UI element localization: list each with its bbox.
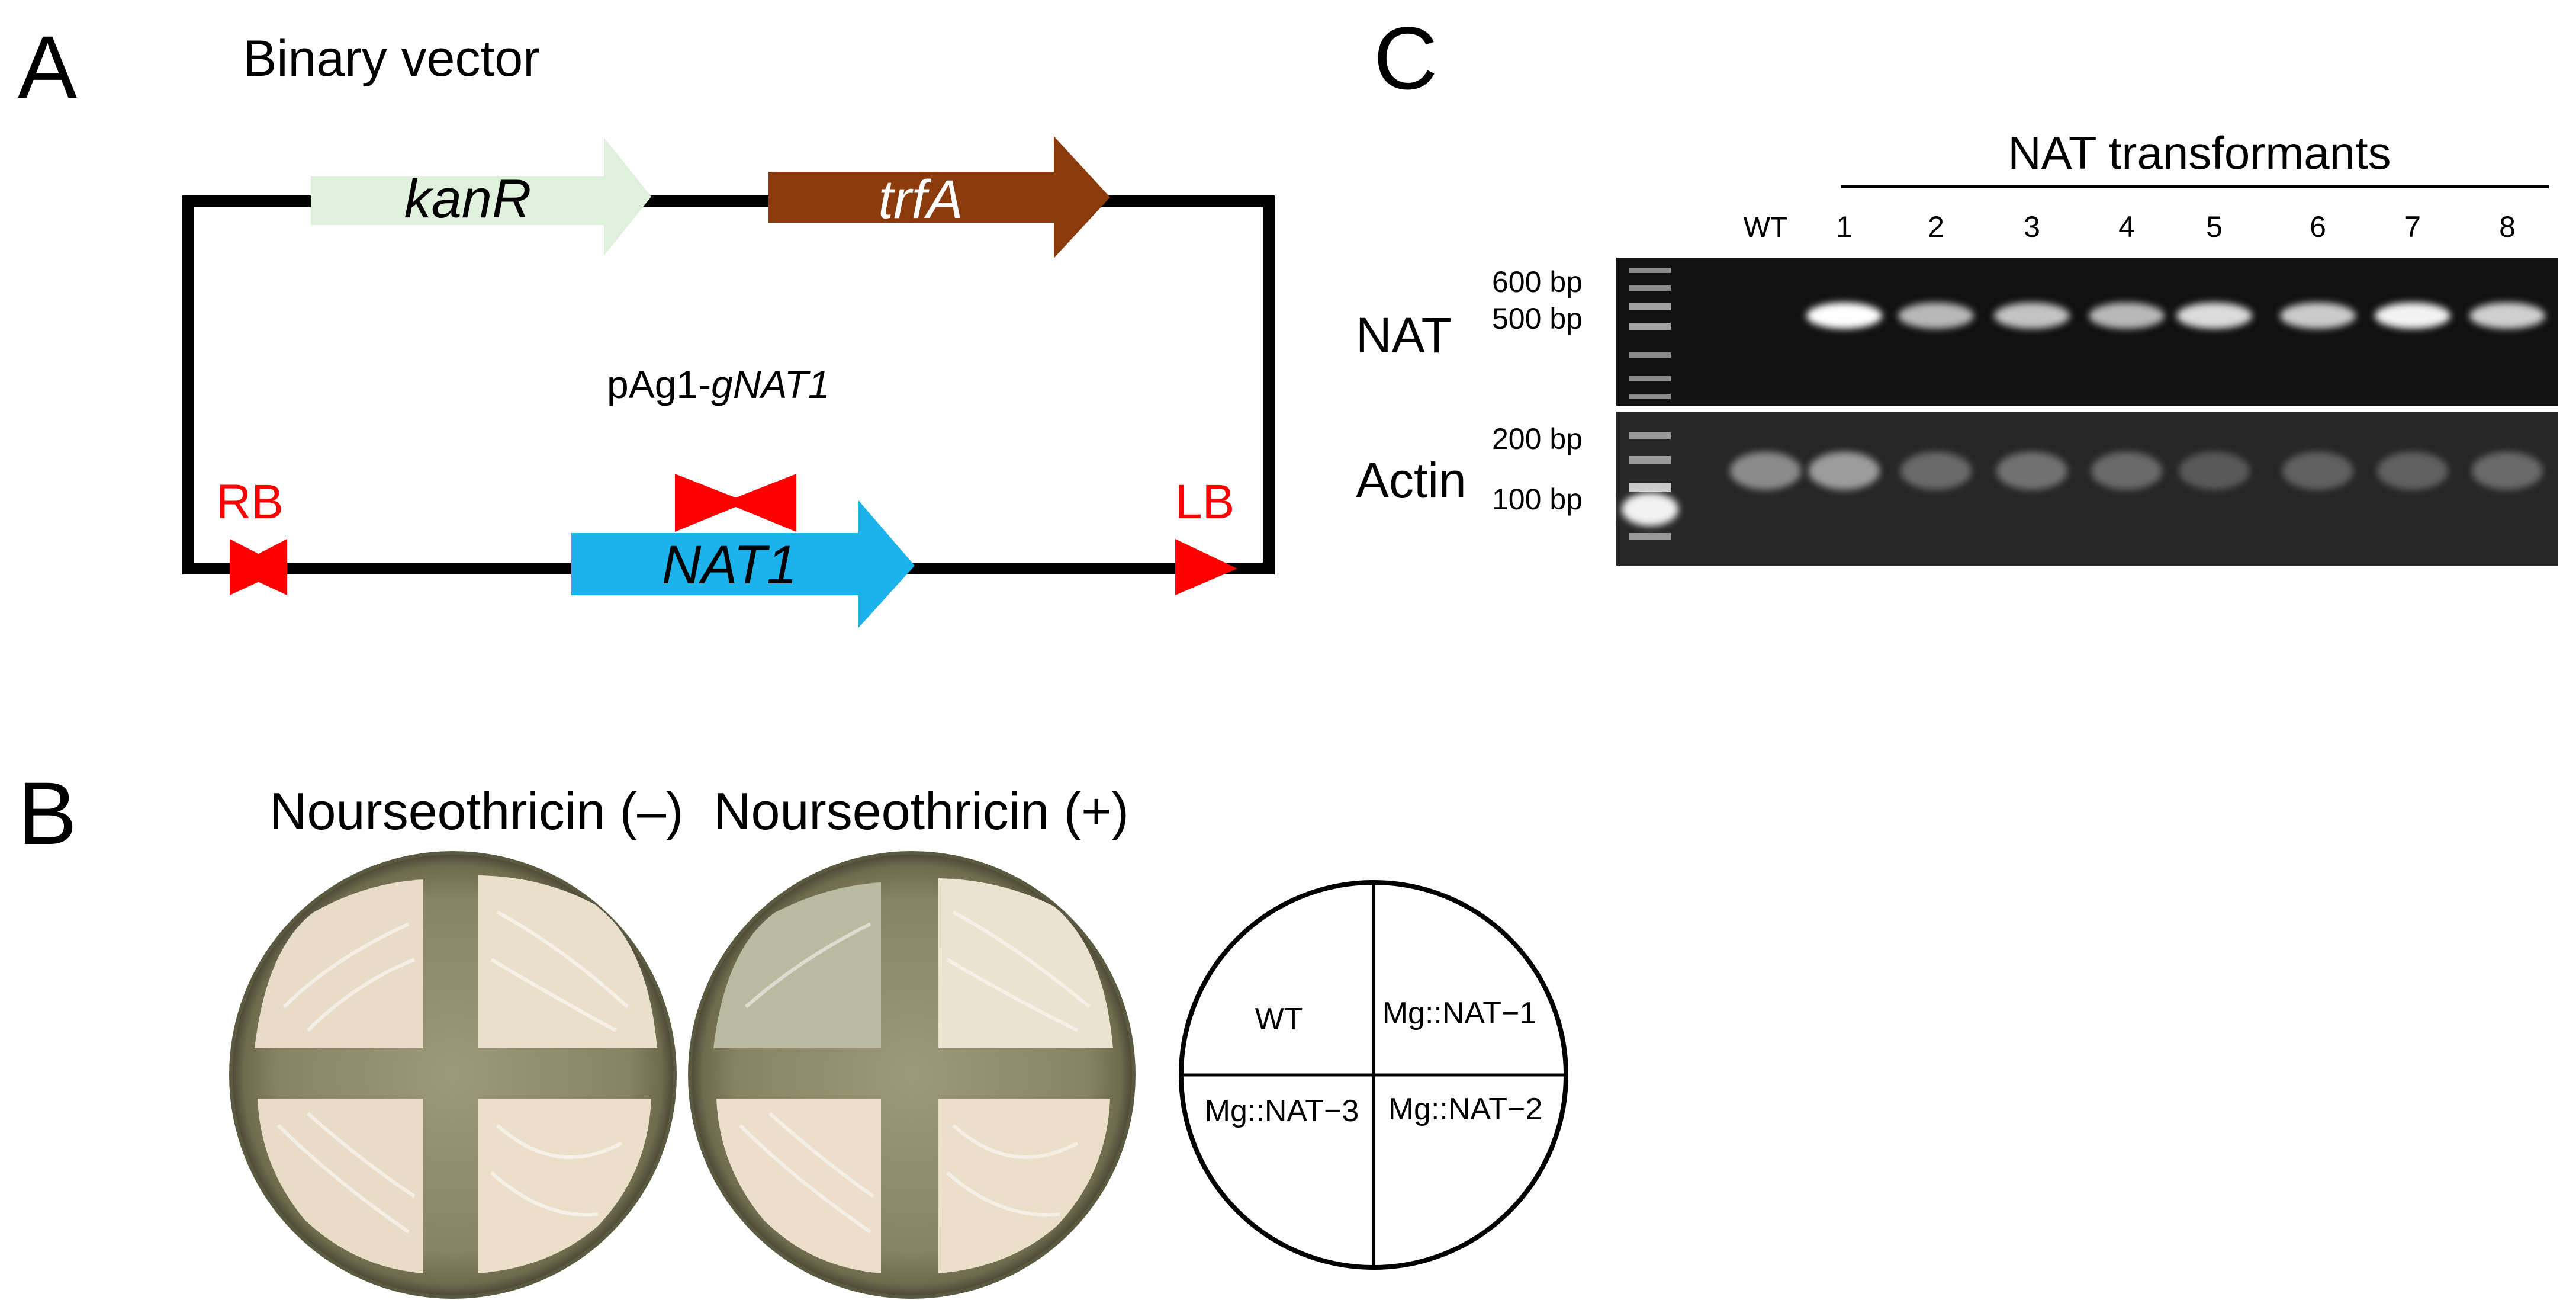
actin-band-lane-5 (2179, 452, 2250, 490)
plasmid-name: pAg1-gNAT1 (607, 362, 830, 406)
actin-row-label: Actin (1356, 452, 1467, 508)
actin-bands (1730, 452, 2543, 490)
ladder-actin (1622, 432, 1678, 540)
lb-label: LB (1175, 475, 1234, 529)
nat-band-lane-2 (1898, 303, 1974, 329)
nat1-label: NAT1 (662, 535, 797, 595)
actin-band-lane-2 (1900, 452, 1972, 490)
nat-band-lane-8 (2469, 303, 2545, 329)
transformants-label: NAT transformants (2008, 127, 2391, 179)
trfa-label: trfA (878, 169, 963, 230)
nat-band-lane-1 (1806, 303, 1882, 329)
marker-600: 600 bp (1492, 265, 1583, 298)
panel-a: A Binary vector kanR trfA pAg1-gNAT1 NAT… (18, 17, 1275, 628)
lane-label-3: 3 (2024, 210, 2040, 243)
plate-layout-key: WT Mg::NAT−1 Mg::NAT−3 Mg::NAT−2 (1179, 880, 1568, 1270)
panel-b: B Nourseothricin (–) Nourseothricin (+) (18, 763, 1568, 1299)
actin-band-lane-WT (1730, 452, 1801, 490)
nat-band-lane-6 (2280, 303, 2356, 329)
lane-label-WT: WT (1744, 212, 1788, 243)
ladder-nat (1629, 268, 1671, 399)
key-bottom-right: Mg::NAT−2 (1388, 1092, 1543, 1126)
lane-label-4: 4 (2118, 210, 2135, 243)
lane-label-5: 5 (2206, 210, 2223, 243)
nat-band-lane-5 (2176, 303, 2252, 329)
nat-bands (1806, 303, 2545, 329)
colony-bottom-right-plus (938, 1099, 1110, 1273)
panel-a-letter: A (18, 17, 77, 117)
lane-label-7: 7 (2404, 210, 2421, 243)
panel-b-letter: B (18, 763, 77, 863)
colony-bottom-left (258, 1099, 423, 1273)
nat-band-lane-7 (2375, 303, 2450, 329)
lane-label-8: 8 (2499, 210, 2516, 243)
plate-plus-label: Nourseothricin (+) (713, 782, 1129, 840)
nat-row-label: NAT (1356, 307, 1452, 363)
colony-top-right-plus (938, 878, 1113, 1048)
actin-band-lane-8 (2472, 452, 2543, 490)
plate-minus-label: Nourseothricin (–) (269, 782, 683, 840)
key-bottom-left: Mg::NAT−3 (1205, 1094, 1359, 1128)
lane-label-1: 1 (1836, 210, 1853, 243)
reverse-primer-icon (724, 474, 796, 532)
marker-100: 100 bp (1492, 483, 1583, 516)
colony-top-right (478, 875, 657, 1048)
gel-nat (1616, 258, 2558, 406)
nat1-arrow (571, 500, 915, 628)
trfa-arrow (768, 136, 1110, 258)
kanr-arrow (311, 137, 651, 256)
nat-band-lane-4 (2089, 303, 2165, 329)
rb-triangle-icon-fill (230, 539, 287, 595)
panel-c-letter: C (1374, 8, 1437, 108)
rb-label: RB (216, 475, 284, 529)
lane-labels: WT 1 2 3 4 5 6 7 8 (1744, 210, 2516, 243)
lane-label-6: 6 (2310, 210, 2326, 243)
panel-a-title: Binary vector (243, 30, 540, 87)
actin-band-lane-3 (1996, 452, 2067, 490)
actin-band-lane-6 (2282, 452, 2353, 490)
key-top-left: WT (1255, 1002, 1303, 1036)
marker-200: 200 bp (1492, 422, 1583, 455)
colony-bottom-right (478, 1099, 651, 1273)
plate-minus (229, 851, 677, 1299)
lane-label-2: 2 (1928, 210, 1944, 243)
plate-plus (688, 851, 1136, 1299)
actin-band-lane-1 (1809, 452, 1880, 490)
marker-500: 500 bp (1492, 302, 1583, 335)
key-top-right: Mg::NAT−1 (1382, 996, 1537, 1031)
forward-primer-icon (675, 474, 747, 532)
actin-band-lane-4 (2091, 452, 2162, 490)
kanr-label: kanR (404, 169, 532, 229)
actin-band-lane-7 (2377, 452, 2448, 490)
nat-band-lane-3 (1994, 303, 2070, 329)
lb-triangle-icon (1175, 539, 1237, 595)
